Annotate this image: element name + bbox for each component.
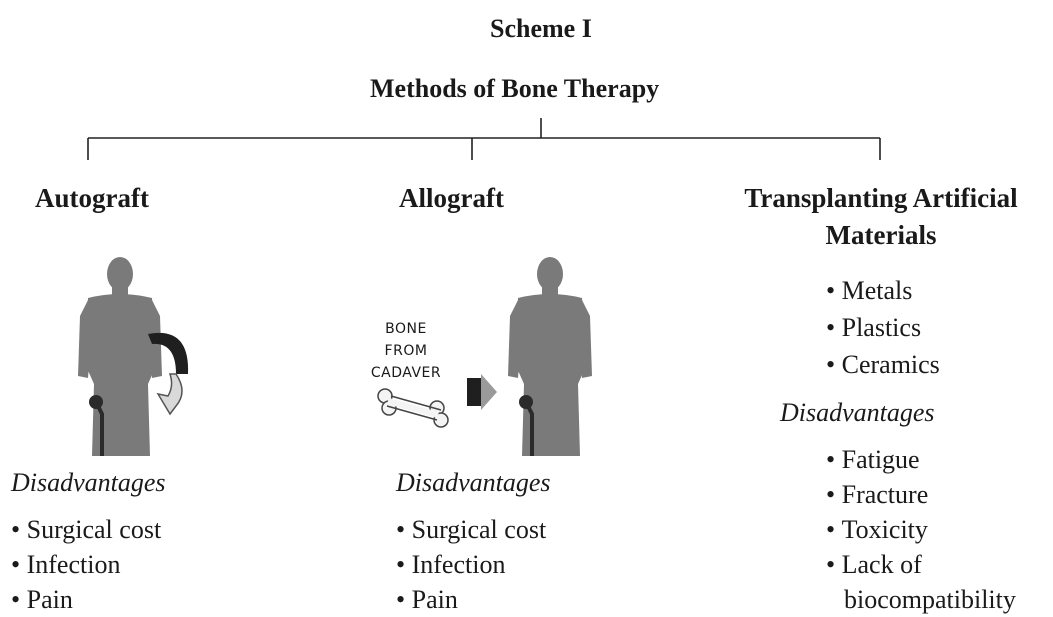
list-item: Infection: [396, 547, 546, 582]
artificial-heading-line1: Transplanting Artificial: [716, 183, 1046, 214]
list-item: Pain: [396, 582, 546, 617]
artificial-heading: Transplanting Artificial Materials: [716, 183, 1046, 251]
human-silhouette-icon: [508, 257, 592, 456]
list-item: Lack of: [826, 547, 1016, 582]
artificial-heading-line2: Materials: [716, 220, 1046, 251]
bone-icon: [378, 389, 448, 427]
list-item: Surgical cost: [11, 512, 161, 547]
list-item: Toxicity: [826, 512, 1016, 547]
human-silhouette-icon: [78, 257, 162, 456]
artificial-materials-list: Metals Plastics Ceramics: [826, 272, 940, 383]
allograft-disadvantages-label: Disadvantages: [396, 468, 551, 498]
artificial-disadvantages-list: Fatigue Fracture Toxicity Lack of biocom…: [826, 442, 1016, 617]
allograft-disadvantages-list: Surgical cost Infection Pain: [396, 512, 546, 617]
curved-arrow-light-icon: [158, 374, 182, 414]
tree-connector: [0, 0, 1053, 180]
list-item: Fatigue: [826, 442, 1016, 477]
allograft-figure: [375, 256, 595, 466]
list-item: Plastics: [826, 309, 940, 346]
autograft-disadvantages-label: Disadvantages: [11, 468, 166, 498]
list-item: Infection: [11, 547, 161, 582]
list-item: Ceramics: [826, 346, 940, 383]
artificial-disadvantages-label: Disadvantages: [780, 398, 935, 428]
autograft-heading: Autograft: [35, 183, 149, 214]
transfer-arrow-icon: [467, 374, 497, 410]
list-item: Pain: [11, 582, 161, 617]
autograft-figure: [40, 256, 220, 456]
list-item: Surgical cost: [396, 512, 546, 547]
autograft-disadvantages-list: Surgical cost Infection Pain: [11, 512, 161, 617]
list-item: Metals: [826, 272, 940, 309]
allograft-heading: Allograft: [399, 183, 504, 214]
list-item: Fracture: [826, 477, 1016, 512]
list-item-continuation: biocompatibility: [826, 582, 1016, 617]
